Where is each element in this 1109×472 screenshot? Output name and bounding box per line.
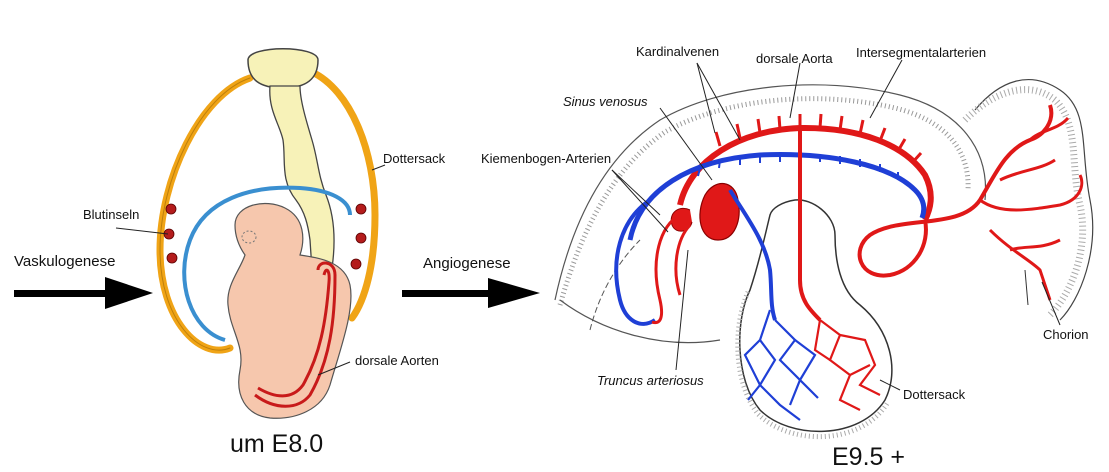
blood-island — [167, 253, 177, 263]
umbilical-vessel-red — [860, 105, 1052, 276]
blood-island — [356, 204, 366, 214]
label-branchial-arch-arteries: Kiemenbogen-Arterien — [481, 151, 611, 166]
label-chorion: Chorion — [1043, 327, 1089, 342]
embryo-lower-contour — [560, 300, 720, 343]
panel-title-e95: E9.5 + — [832, 443, 905, 471]
ectoplacental-cone — [248, 49, 318, 88]
arrow-shaft — [402, 290, 502, 297]
arrow-shaft — [14, 290, 119, 297]
blood-island — [356, 233, 366, 243]
leader-cardinal-veins-2 — [697, 63, 740, 140]
label-angiogenesis: Angiogenese — [423, 255, 511, 272]
leader-dorsal-aorta — [790, 63, 800, 118]
label-yolk-sac-left: Dottersack — [383, 151, 446, 166]
label-blood-islands: Blutinseln — [83, 207, 139, 222]
chorion-outline — [975, 80, 1093, 320]
branchial-arch-artery — [676, 225, 690, 295]
label-dorsal-aorta: dorsale Aorta — [756, 51, 833, 66]
vasculogenesis-arrow — [14, 277, 153, 309]
panel-title-e8: um E8.0 — [230, 430, 323, 458]
leader-branchial-1 — [612, 170, 660, 215]
label-yolk-sac-right: Dottersack — [903, 387, 966, 402]
leader-branchial-2 — [612, 170, 668, 232]
leader-chorion — [1042, 282, 1060, 325]
label-intersegmental-arteries: Intersegmentalarterien — [856, 45, 986, 60]
embryo-inner-contour — [590, 240, 640, 330]
label-cardinal-veins: Kardinalvenen — [636, 44, 719, 59]
arrow-head — [105, 277, 153, 309]
umbilical-vessel-lower — [990, 230, 1060, 300]
label-vasculogenesis: Vaskulogenese — [14, 253, 115, 270]
e8-embryo-diagram — [116, 49, 385, 418]
angiogenesis-arrow — [402, 278, 540, 308]
blood-island — [166, 204, 176, 214]
leader-truncus — [676, 250, 688, 370]
label-sinus-venosus: Sinus venosus — [563, 94, 648, 109]
umbilical-stalk-line — [1025, 270, 1028, 305]
blood-island — [351, 259, 361, 269]
arrow-head — [488, 278, 540, 308]
label-dorsal-aortae: dorsale Aorten — [355, 353, 439, 368]
leader-sinus-venosus — [660, 108, 712, 180]
umbilical-vessel-red-branch — [980, 118, 1082, 210]
label-truncus-arteriosus: Truncus arteriosus — [597, 373, 704, 388]
